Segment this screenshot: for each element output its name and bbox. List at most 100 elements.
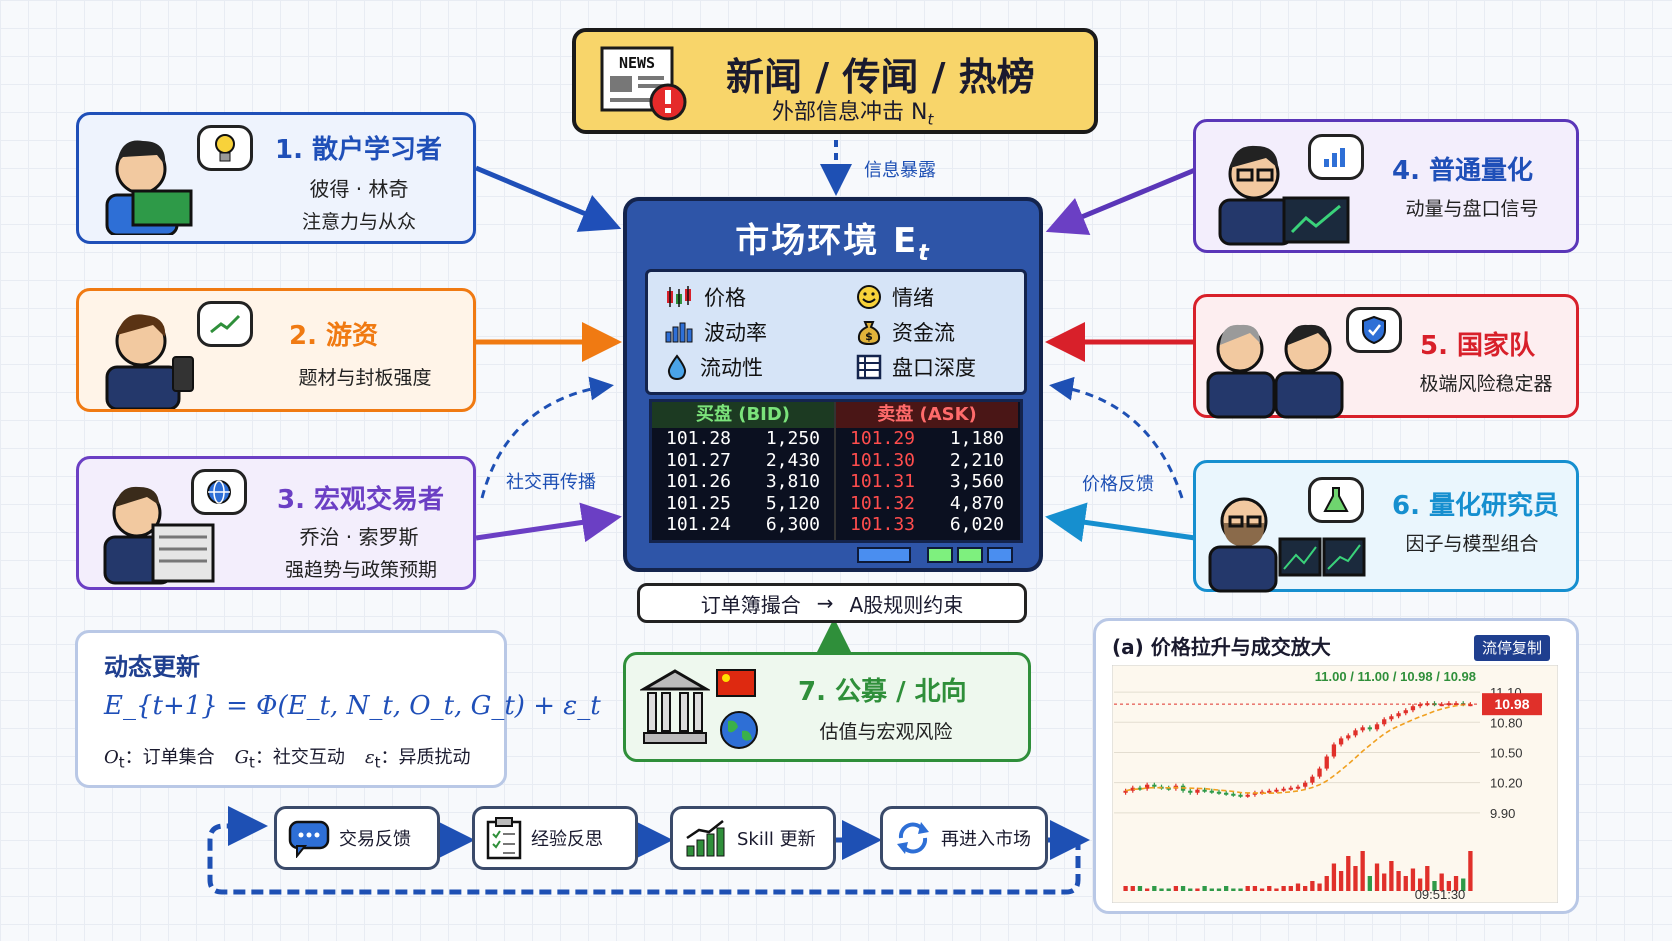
candle-body: [1295, 786, 1301, 789]
candle-body: [1353, 730, 1358, 736]
social-spread-label: 社交再传播: [506, 472, 596, 493]
bid-price: 101.27: [666, 449, 732, 471]
ask-header: 卖盘 (ASK): [836, 402, 1018, 428]
researcher-avatar-icon: [1204, 483, 1374, 597]
volume-bar: [1389, 861, 1394, 891]
ask-row: 101.29 1,180: [836, 428, 1018, 450]
arrow-macro: [475, 502, 622, 543]
loop-step-skill-update: Skill 更新: [670, 806, 836, 870]
ask-price: 101.31: [850, 471, 916, 492]
volume-bar: [1288, 886, 1293, 891]
candle-body: [1360, 727, 1365, 731]
volume-bar: [1346, 856, 1351, 891]
ask-volume: 4,870: [949, 492, 1004, 514]
market-title: 市场环境 Et: [735, 221, 931, 266]
volume-bar: [1439, 873, 1444, 891]
arrow-loop-back: [207, 806, 1081, 895]
def-orders: Ot：订单集合: [104, 747, 215, 772]
volume-bar: [1245, 886, 1250, 891]
volume-bar: [1166, 888, 1171, 891]
candle-body: [1439, 704, 1444, 707]
candle-body: [1216, 791, 1222, 794]
market-environment-panel: 市场环境 Et 价格 情绪 波动率 $ 资金流 流动性 盘口深度 买盘 (BID…: [623, 197, 1043, 572]
volume-bar: [1432, 881, 1437, 891]
candle-body: [1310, 776, 1315, 783]
arrow-price-feedback: [1049, 376, 1184, 499]
volume-bar: [1310, 881, 1315, 891]
refresh-icon: [897, 822, 929, 854]
dynamics-card: 动态更新 E_{t+1} = Φ(E_t, N_t, O_t, G_t) + ε…: [75, 630, 601, 788]
agent-card-national: 5. 国家队 极端风险稳定器: [1193, 294, 1579, 419]
candle-body: [1281, 788, 1286, 791]
volume-bar: [1259, 888, 1265, 891]
candle-body: [1468, 704, 1473, 707]
agent-title: 6. 量化研究员: [1392, 491, 1560, 521]
candle-body: [1144, 784, 1150, 789]
ask-price: 101.29: [850, 428, 916, 449]
dynamics-formula: E_{t+1} = Φ(E_t, N_t, O_t, G_t) + ε_t: [104, 691, 601, 721]
candle-body: [1195, 789, 1200, 793]
dynamics-title: 动态更新: [104, 653, 200, 681]
agent-title: 5. 国家队: [1420, 331, 1536, 361]
shield-icon: [1346, 307, 1402, 353]
bars-icon: [665, 322, 693, 343]
agent-card-macro: 3. 宏观交易者 乔治 · 索罗斯 强趋势与政策预期: [76, 456, 476, 590]
ask-row: 101.31 3,560: [836, 471, 1018, 493]
candle-body: [1396, 713, 1401, 717]
agent-card-retail: 1. 散户学习者 彼得 · 林奇 注意力与从众: [76, 112, 476, 244]
price-readout: 11.00 / 11.00 / 10.98 / 10.98: [1315, 669, 1476, 684]
agent-desc: 因子与模型组合: [1405, 533, 1539, 555]
candle-body: [1152, 784, 1157, 787]
quant-avatar-icon: [1206, 132, 1356, 250]
svg-text:NEWS: NEWS: [619, 54, 655, 72]
volume-bar: [1188, 888, 1193, 891]
agent-title: 3. 宏观交易者: [277, 485, 445, 515]
money-bag-icon: $: [857, 321, 881, 345]
candle-body: [1367, 727, 1372, 730]
candle-body: [1130, 787, 1135, 791]
bid-volume: 6,300: [765, 514, 820, 535]
agent-desc: 注意力与从众: [301, 211, 416, 233]
y-tick-label: 10.50: [1490, 745, 1523, 760]
trend-up-icon: [197, 301, 253, 347]
volume-bar: [1195, 888, 1200, 891]
volume-bar: [1281, 886, 1286, 891]
bar-chart-icon: [1308, 134, 1364, 180]
a-share-rules-label: A股规则约束: [849, 592, 964, 617]
volume-bar: [1461, 878, 1466, 891]
candle-body: [1267, 790, 1272, 793]
volume-bar: [1338, 871, 1344, 891]
volume-bar: [1267, 886, 1272, 891]
ask-volume: 1,180: [949, 428, 1004, 449]
candle-body: [1389, 716, 1394, 720]
flask-icon: [1308, 477, 1364, 523]
bank-building-icon: [638, 667, 712, 751]
ask-volume: 3,560: [949, 471, 1004, 492]
volume-bar: [1252, 886, 1258, 891]
national-team-avatar-icon: [1204, 309, 1364, 423]
arrow-quant: [1045, 167, 1196, 235]
volume-bar: [1331, 863, 1337, 891]
candle-body: [1410, 706, 1416, 711]
agent-card-researcher: 6. 量化研究员 因子与模型组合: [1193, 460, 1579, 593]
info-exposure-label: 信息暴露: [864, 160, 936, 181]
depth-icon: [856, 354, 882, 380]
volume-bar: [1209, 888, 1214, 891]
candle-body: [1166, 787, 1171, 790]
volume-bar: [1324, 876, 1329, 891]
orderbook-matching-label: 订单簿撮合: [700, 592, 801, 617]
agent-desc: 动量与盘口信号: [1405, 198, 1539, 220]
candle-body: [1288, 787, 1293, 790]
agent-name: 乔治 · 索罗斯: [299, 525, 419, 549]
agent-title: 1. 散户学习者: [275, 135, 443, 165]
bid-header: 买盘 (BID): [652, 402, 834, 428]
volume-bar: [1224, 886, 1229, 891]
bid-volume: 1,250: [765, 428, 820, 449]
clipboard-icon: [486, 817, 522, 860]
volume-bar: [1468, 851, 1473, 891]
volume-bar: [1216, 888, 1222, 891]
